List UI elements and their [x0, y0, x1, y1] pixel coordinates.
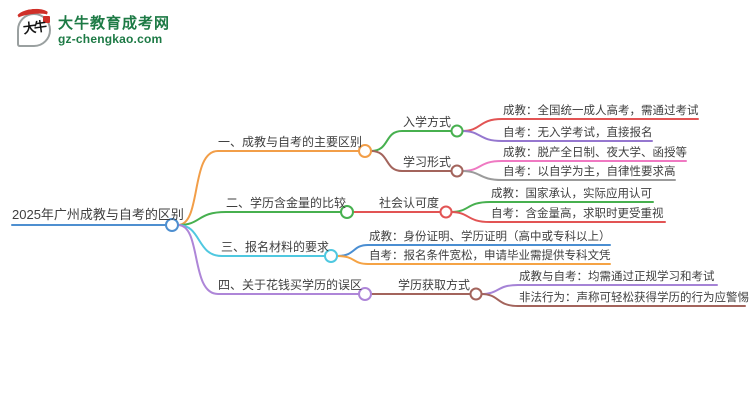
- logo-title: 大牛教育成考网: [58, 14, 171, 32]
- branch-4-node-toggle[interactable]: [358, 287, 372, 301]
- root-node-toggle[interactable]: [165, 218, 179, 232]
- leaf-zikao-materials: 自考：报名条件宽松，申请毕业需提供专科文凭: [369, 250, 611, 262]
- leaf-chengjiao-recognition: 成教：国家承认，实际应用认可: [491, 188, 652, 200]
- root-node-label: 2025年广州成教与自考的区别: [12, 207, 184, 222]
- branch-1-label: 一、成教与自考的主要区别: [218, 135, 363, 149]
- connector-branch-2: [177, 211, 342, 226]
- leaf-chengjiao-study: 成教：脱产全日制、夜大学、函授等: [503, 147, 687, 159]
- branch-1-node-toggle[interactable]: [358, 144, 372, 158]
- connector-leaf-zikao-recognition: [450, 211, 666, 223]
- branch-3-node-toggle[interactable]: [324, 249, 338, 263]
- social-recognition-node-toggle[interactable]: [439, 205, 453, 219]
- admission-method-label: 入学方式: [403, 115, 452, 129]
- branch-4-label: 四、关于花钱买学历的误区: [218, 278, 363, 292]
- study-format-node-toggle[interactable]: [450, 164, 464, 178]
- leaf-zikao-study: 自考：以自学为主，自律性要求高: [503, 166, 676, 178]
- credential-acquisition-node-toggle[interactable]: [469, 287, 483, 301]
- connector-leaf-zikao-study: [461, 170, 676, 181]
- admission-method-node-toggle[interactable]: [450, 124, 464, 138]
- connector-study-format: [370, 150, 452, 172]
- connector-branch-4: [177, 224, 360, 295]
- connector-branch-1: [177, 150, 360, 226]
- connector-admission-method: [370, 130, 452, 152]
- study-format-label: 学习形式: [403, 155, 452, 169]
- logo-domain-url[interactable]: gz-chengkao.com: [58, 31, 163, 46]
- connector-branch-3: [177, 224, 326, 257]
- logo-bull-icon: 大牛: [15, 7, 51, 47]
- branch-3-label: 三、报名材料的要求: [221, 240, 330, 254]
- leaf-zikao-recognition: 自考：含金量高，求职时更受重视: [491, 208, 664, 220]
- branch-2-label: 二、学历含金量的比较: [226, 196, 347, 210]
- leaf-zikao-admission: 自考：无入学考试，直接报名: [503, 127, 653, 139]
- credential-acquisition-label: 学历获取方式: [398, 278, 471, 292]
- site-logo[interactable]: 大牛 大牛教育成考网 gz-chengkao.com: [15, 7, 171, 47]
- connector-leaf-illegal-warning: [480, 293, 746, 307]
- branch-2-node-toggle[interactable]: [340, 205, 354, 219]
- logo-seal-icon: [43, 16, 50, 23]
- leaf-chengjiao-materials: 成教：身份证明、学历证明（高中或专科以上）: [369, 231, 611, 243]
- connector-leaf-zikao-admission: [461, 130, 653, 142]
- leaf-legit-path: 成教与自考：均需通过正规学习和考试: [519, 271, 715, 283]
- social-recognition-label: 社会认可度: [379, 196, 440, 210]
- leaf-chengjiao-admission: 成教：全国统一成人高考，需通过考试: [503, 105, 699, 117]
- leaf-illegal-warning: 非法行为：声称可轻松获得学历的行为应警惕: [519, 292, 749, 304]
- connector-leaf-zikao-materials: [336, 255, 611, 265]
